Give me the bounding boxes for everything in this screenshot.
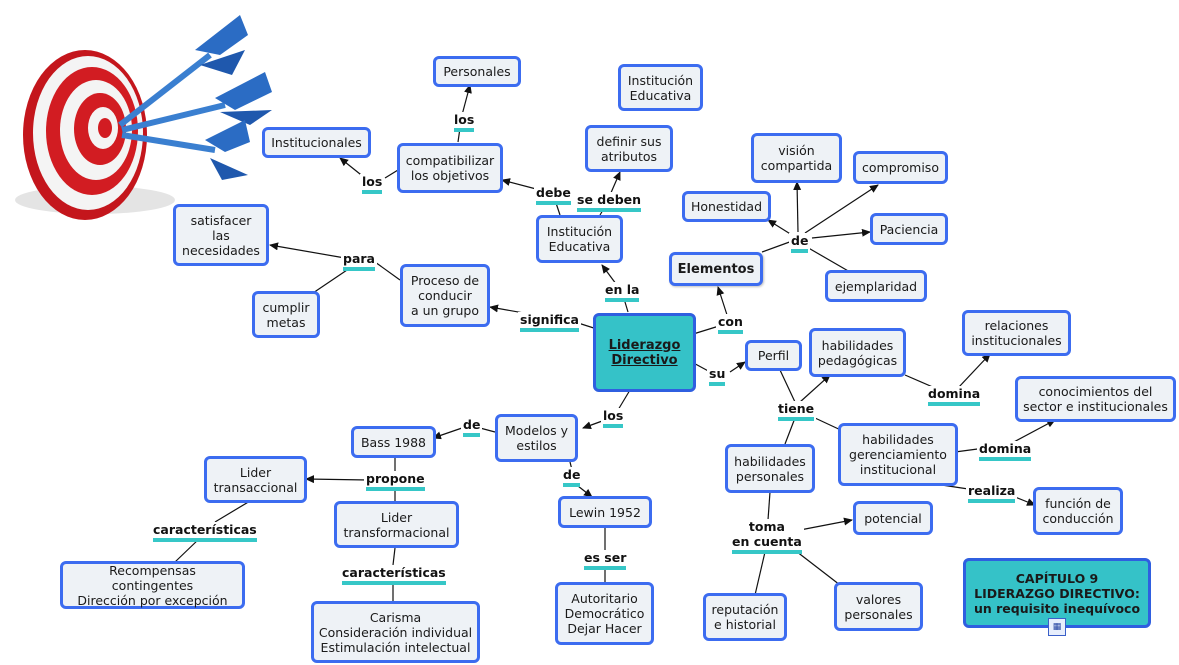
node-personales[interactable]: Personales — [433, 56, 521, 87]
node-habilidades-pedagogicas[interactable]: habilidades pedagógicas — [809, 328, 906, 377]
label-domina-2: domina — [977, 441, 1034, 461]
label-con: con — [716, 314, 745, 334]
label-los-modelos: los — [601, 408, 626, 428]
node-potencial[interactable]: potencial — [853, 501, 933, 535]
node-bass-1988[interactable]: Bass 1988 — [351, 426, 436, 458]
node-recompensas[interactable]: Recompensas contingentes Dirección por e… — [60, 561, 245, 609]
label-domina-1: domina — [926, 386, 983, 406]
label-para: para — [341, 251, 377, 271]
node-lider-transformacional[interactable]: Lider transformacional — [334, 501, 459, 548]
label-debe: debe — [534, 185, 573, 205]
node-satisfacer-necesidades[interactable]: satisfacer las necesidades — [173, 204, 269, 266]
label-en-la: en la — [603, 282, 642, 302]
label-se-deben: se deben — [575, 192, 644, 212]
node-lider-transaccional[interactable]: Lider transaccional — [204, 456, 307, 503]
node-honestidad[interactable]: Honestidad — [682, 191, 771, 222]
label-es-ser: es ser — [582, 550, 629, 570]
label-los-top: los — [452, 112, 477, 132]
label-realiza: realiza — [966, 483, 1018, 503]
node-reputacion-historial[interactable]: reputación e historial — [703, 593, 787, 641]
node-compatibilizar-objetivos[interactable]: compatibilizar los objetivos — [397, 143, 503, 193]
node-elementos[interactable]: Elementos — [669, 252, 763, 286]
node-institucion-educativa-mid[interactable]: Institución Educativa — [536, 215, 623, 263]
node-habilidades-gerenciamiento[interactable]: habilidades gerenciamiento institucional — [838, 423, 958, 486]
label-caracteristicas-2: características — [340, 565, 448, 585]
node-institucionales[interactable]: Institucionales — [262, 127, 371, 158]
node-perfil[interactable]: Perfil — [745, 340, 802, 371]
node-ejemplaridad[interactable]: ejemplaridad — [825, 270, 927, 302]
node-institucion-educativa-top[interactable]: Institución Educativa — [618, 64, 703, 111]
node-definir-atributos[interactable]: definir sus atributos — [585, 125, 673, 172]
chapter-title-box: CAPÍTULO 9 LIDERAZGO DIRECTIVO: un requi… — [963, 558, 1151, 628]
label-los-left: los — [360, 174, 385, 194]
concept-map-icon[interactable]: ▦ — [1048, 618, 1066, 636]
node-cumplir-metas[interactable]: cumplir metas — [252, 291, 320, 338]
label-de-bass: de — [461, 417, 483, 437]
node-funcion-conduccion[interactable]: función de conducción — [1033, 487, 1123, 535]
label-propone: propone — [364, 471, 427, 491]
node-compromiso[interactable]: compromiso — [853, 151, 948, 184]
node-carisma[interactable]: Carisma Consideración individual Estimul… — [311, 601, 480, 663]
label-toma-en-cuenta: toma en cuenta — [730, 519, 804, 554]
label-de-elementos: de — [789, 233, 811, 253]
node-relaciones-institucionales[interactable]: relaciones institucionales — [962, 310, 1071, 356]
node-paciencia[interactable]: Paciencia — [870, 213, 948, 245]
node-valores-personales[interactable]: valores personales — [834, 582, 923, 631]
target-darts-icon — [15, 15, 272, 220]
label-su: su — [707, 366, 728, 386]
node-conocimientos-sector[interactable]: conocimientos del sector e institucional… — [1015, 376, 1176, 422]
node-modelos-estilos[interactable]: Modelos y estilos — [495, 414, 578, 462]
node-lewin-1952[interactable]: Lewin 1952 — [558, 496, 652, 528]
node-autoritario-democratico[interactable]: Autoritario Democrático Dejar Hacer — [555, 582, 654, 645]
node-habilidades-personales[interactable]: habilidades personales — [725, 444, 815, 493]
center-node-liderazgo-directivo[interactable]: Liderazgo Directivo — [593, 313, 696, 392]
label-tiene: tiene — [776, 401, 817, 421]
label-caracteristicas-1: características — [151, 522, 259, 542]
label-de-lewin: de — [561, 467, 583, 487]
node-proceso-conducir[interactable]: Proceso de conducir a un grupo — [400, 264, 490, 327]
node-vision-compartida[interactable]: visión compartida — [751, 133, 842, 183]
label-significa: significa — [518, 312, 581, 332]
